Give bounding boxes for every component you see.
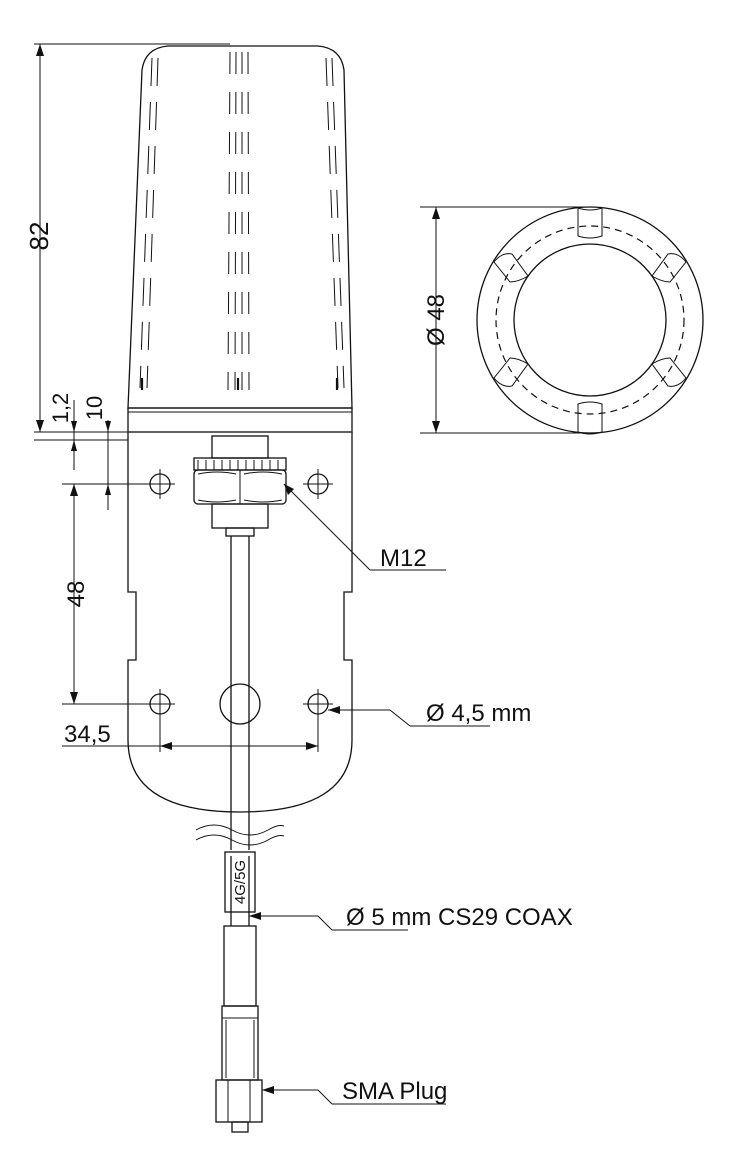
label-hole-diameter: Ø 4,5 mm	[426, 700, 531, 727]
label-10: 10	[82, 396, 107, 420]
dimension-48-top	[420, 206, 590, 434]
label-cable: Ø 5 mm CS29 COAX	[346, 904, 573, 931]
dimension-1-2	[71, 400, 77, 470]
label-1-2: 1,2	[48, 393, 73, 424]
dimension-10	[62, 420, 148, 510]
radome-top-view	[476, 206, 704, 435]
mounting-bracket	[127, 432, 353, 813]
radome-side-view	[127, 45, 353, 433]
mounting-holes	[145, 469, 333, 725]
dimension-82	[34, 43, 230, 441]
leader-m12	[283, 483, 446, 571]
label-34-5: 34,5	[64, 721, 111, 748]
leader-hole	[328, 706, 490, 727]
leader-cable	[249, 912, 408, 931]
dimension-34-5	[62, 716, 319, 752]
label-sma: SMA Plug	[342, 1078, 447, 1105]
label-cable-tag: 4G/5G	[232, 860, 249, 904]
leader-sma	[262, 1086, 446, 1105]
label-48-vertical: 48	[63, 581, 90, 608]
m12-nut-assembly	[193, 435, 287, 537]
label-m12: M12	[380, 545, 427, 572]
coax-cable	[195, 536, 285, 926]
dimension-48-vertical	[62, 484, 148, 705]
label-diameter-48: Ø 48	[423, 294, 450, 346]
label-82: 82	[24, 222, 54, 251]
sma-connector	[215, 925, 263, 1133]
